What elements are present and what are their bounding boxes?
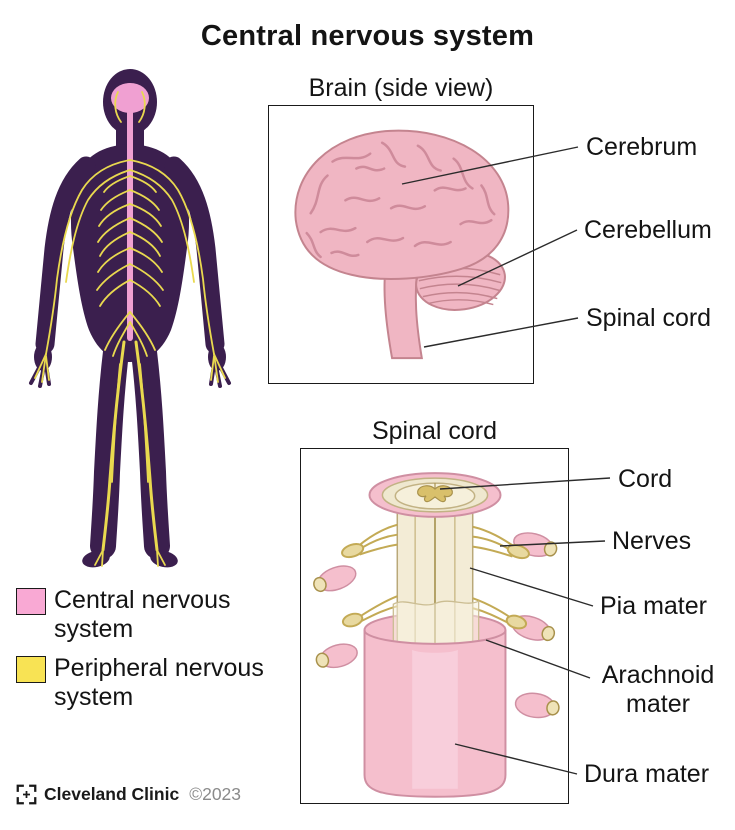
pns-nerve-network	[34, 91, 226, 567]
label-spinal-cord: Spinal cord	[586, 304, 712, 332]
label-cerebrum: Cerebrum	[586, 133, 698, 161]
dura-highlight	[412, 649, 458, 789]
label-cerebellum: Cerebellum	[584, 216, 712, 244]
brain-panel-title: Brain (side view)	[308, 74, 494, 102]
copyright: ©2023	[189, 784, 242, 804]
label-dura-mater: Dura mater	[584, 760, 710, 788]
label-pia-mater: Pia mater	[600, 592, 707, 620]
spinal-panel-box	[300, 448, 569, 804]
spinal-panel-title: Spinal cord	[371, 417, 498, 445]
cns-brain-and-cord-overlay	[111, 83, 149, 341]
brain-illustration	[294, 129, 510, 360]
legend-item-pns: Peripheral nervous system	[16, 654, 269, 713]
grey-matter-butterfly	[417, 485, 453, 503]
pns-color-swatch	[16, 655, 46, 683]
legend-label-pns: Peripheral nervous system	[54, 653, 264, 711]
legend-item-cns: Central nervous system	[16, 586, 269, 645]
cleveland-clinic-logo-icon	[16, 784, 37, 805]
footer: Cleveland Clinic ©2023	[16, 784, 241, 805]
arachnoid-band	[392, 600, 480, 645]
spinal-cord-illustration	[313, 472, 560, 798]
human-body-illustration	[29, 69, 231, 568]
label-nerves: Nerves	[612, 527, 692, 555]
label-arachnoid-mater: Arachnoid mater	[601, 661, 715, 718]
cerebrum	[294, 129, 510, 280]
cns-color-swatch	[16, 588, 46, 615]
legend-label-cns: Central nervous system	[54, 586, 231, 644]
brand-name: Cleveland Clinic	[44, 784, 180, 804]
page-title: Central nervous system	[200, 20, 535, 52]
legend: Central nervous system Peripheral nervou…	[16, 586, 269, 721]
label-cord: Cord	[618, 465, 673, 493]
cord-cross-section	[368, 472, 502, 518]
brain-panel-box	[268, 105, 534, 384]
